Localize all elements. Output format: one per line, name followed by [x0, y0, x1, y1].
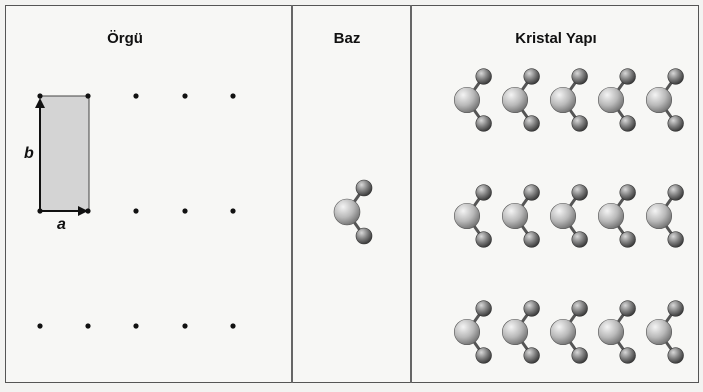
- molecule: [645, 300, 684, 364]
- molecule: [453, 300, 492, 364]
- lattice-point: [230, 208, 236, 214]
- molecule: [597, 300, 636, 364]
- large-atom: [333, 198, 361, 226]
- small-atom: [523, 300, 540, 317]
- small-atom: [571, 347, 588, 364]
- small-atom: [523, 347, 540, 364]
- small-atom: [355, 179, 373, 197]
- small-atom: [619, 115, 636, 132]
- small-atom: [619, 231, 636, 248]
- small-atom: [475, 231, 492, 248]
- large-atom: [549, 318, 577, 346]
- molecule: [549, 184, 588, 248]
- large-atom: [501, 202, 529, 230]
- large-atom: [453, 318, 481, 346]
- small-atom: [619, 184, 636, 201]
- large-atom: [549, 202, 577, 230]
- molecule: [501, 68, 540, 132]
- small-atom: [571, 300, 588, 317]
- small-atom: [475, 115, 492, 132]
- lattice-point: [182, 93, 188, 99]
- large-atom: [501, 318, 529, 346]
- vector-b-label: b: [24, 145, 34, 162]
- large-atom: [453, 202, 481, 230]
- lattice-point: [230, 93, 236, 99]
- lattice-point: [230, 323, 236, 329]
- lattice-point: [133, 323, 139, 329]
- vector-a-label: a: [57, 216, 66, 233]
- small-atom: [619, 347, 636, 364]
- large-atom: [501, 86, 529, 114]
- large-atom: [597, 86, 625, 114]
- molecule: [333, 179, 373, 245]
- large-atom: [597, 318, 625, 346]
- lattice-point: [37, 323, 43, 329]
- crystal-molecules: [453, 68, 684, 364]
- small-atom: [619, 300, 636, 317]
- lattice-point: [133, 208, 139, 214]
- molecule: [501, 184, 540, 248]
- small-atom: [571, 115, 588, 132]
- basis-title: Baz: [333, 30, 361, 47]
- large-atom: [645, 318, 673, 346]
- molecule: [597, 68, 636, 132]
- small-atom: [475, 347, 492, 364]
- molecule: [501, 300, 540, 364]
- small-atom: [475, 184, 492, 201]
- divider-lattice-basis: [291, 5, 293, 383]
- molecule: [549, 300, 588, 364]
- small-atom: [619, 68, 636, 85]
- divider-basis-crystal: [410, 5, 412, 383]
- lattice-point: [85, 323, 91, 329]
- small-atom: [667, 300, 684, 317]
- lattice-point: [37, 93, 43, 99]
- molecule: [645, 184, 684, 248]
- small-atom: [571, 68, 588, 85]
- small-atom: [523, 231, 540, 248]
- molecule: [453, 184, 492, 248]
- lattice-point: [182, 323, 188, 329]
- small-atom: [355, 227, 373, 245]
- large-atom: [549, 86, 577, 114]
- small-atom: [667, 347, 684, 364]
- basis-molecule: [333, 179, 373, 245]
- small-atom: [667, 68, 684, 85]
- small-atom: [475, 68, 492, 85]
- large-atom: [645, 202, 673, 230]
- small-atom: [571, 184, 588, 201]
- small-atom: [523, 115, 540, 132]
- molecule: [645, 68, 684, 132]
- small-atom: [571, 231, 588, 248]
- large-atom: [453, 86, 481, 114]
- lattice-point: [133, 93, 139, 99]
- lattice-title: Örgü: [107, 30, 143, 47]
- molecule: [453, 68, 492, 132]
- molecule: [597, 184, 636, 248]
- small-atom: [667, 115, 684, 132]
- lattice-points: [37, 93, 236, 329]
- small-atom: [523, 184, 540, 201]
- lattice-point: [85, 208, 91, 214]
- lattice-point: [182, 208, 188, 214]
- lattice-point: [85, 93, 91, 99]
- small-atom: [475, 300, 492, 317]
- molecule: [549, 68, 588, 132]
- small-atom: [523, 68, 540, 85]
- small-atom: [667, 184, 684, 201]
- large-atom: [645, 86, 673, 114]
- crystal-title: Kristal Yapı: [515, 30, 597, 47]
- large-atom: [597, 202, 625, 230]
- small-atom: [667, 231, 684, 248]
- unit-cell: [39, 95, 90, 212]
- lattice-point: [37, 208, 43, 214]
